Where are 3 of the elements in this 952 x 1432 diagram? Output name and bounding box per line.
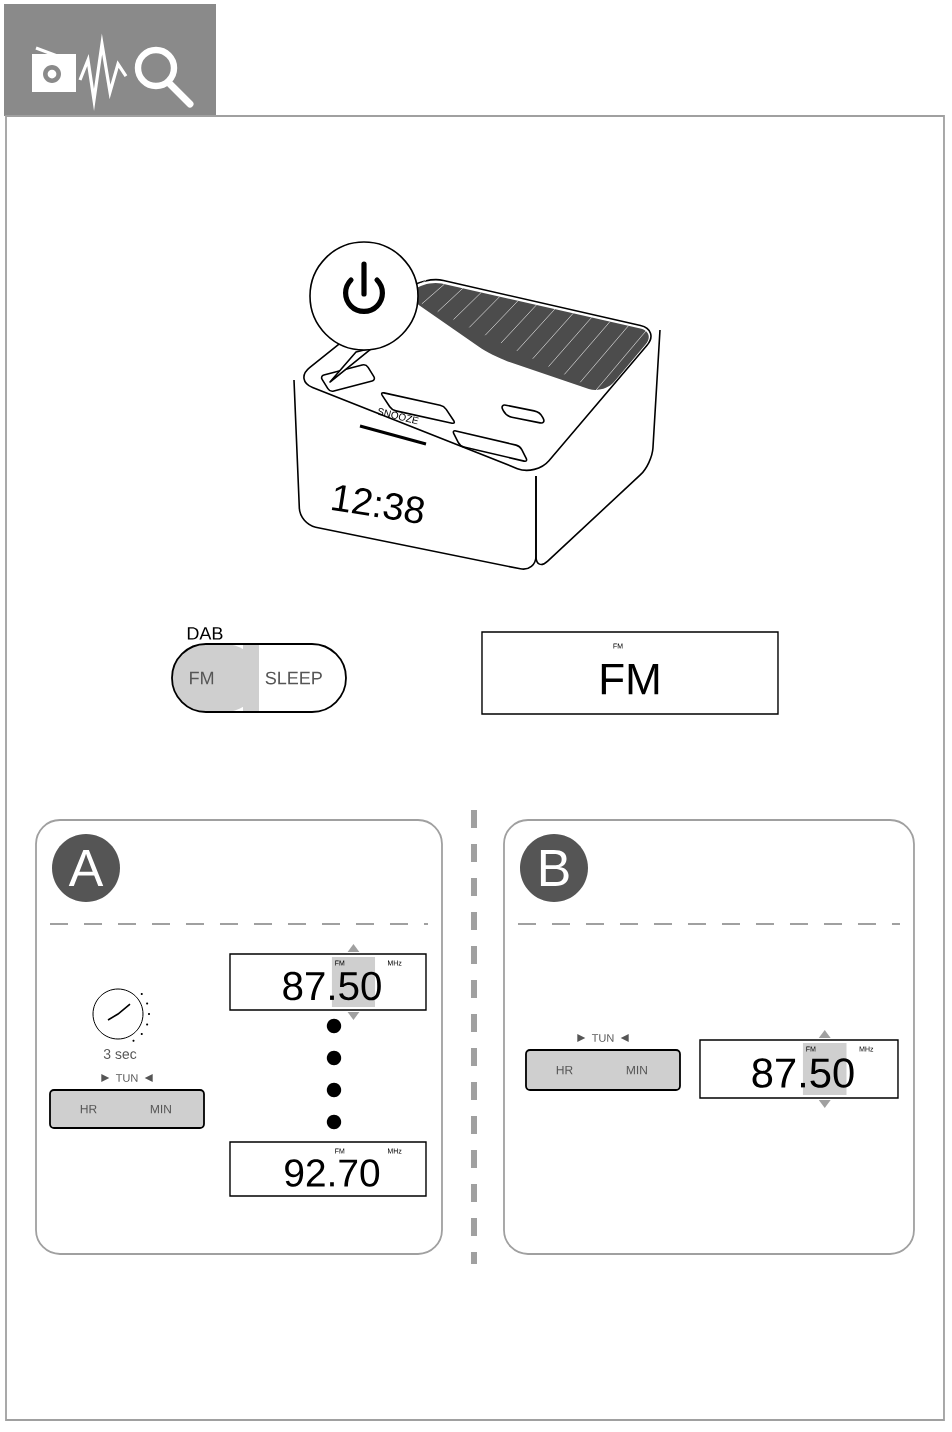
clock-display-digits: 12:38 (331, 485, 424, 524)
selector-switch: DAB FM SLEEP (171, 627, 347, 713)
node-label: DAB (187, 627, 223, 640)
